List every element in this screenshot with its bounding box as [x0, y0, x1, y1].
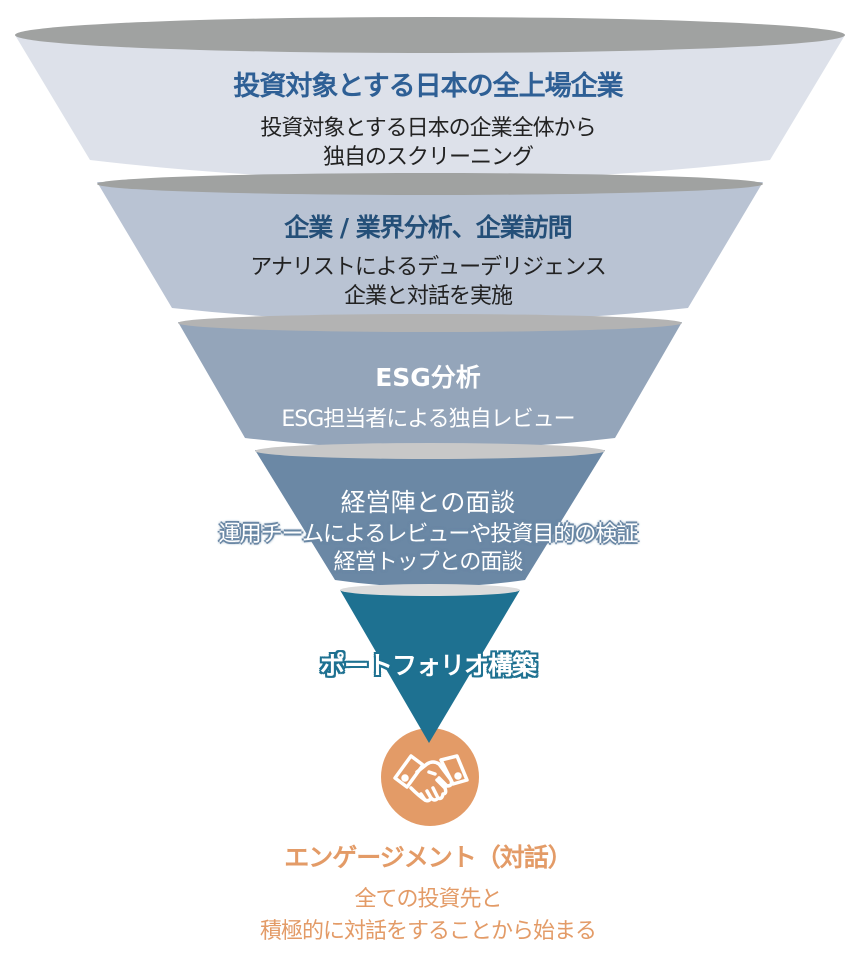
stage-3-line-1: ESG担当者による独自レビュー	[281, 407, 575, 432]
funnel-stage-5	[340, 584, 520, 826]
stage-1-line-2: 独自のスクリーニング	[322, 145, 534, 170]
engagement-line-1: 全ての投資先と	[354, 887, 502, 912]
stage-2-line-1: アナリストによるデューデリジェンス	[250, 255, 606, 280]
stage-5-title: ポートフォリオ構築	[319, 651, 537, 680]
funnel-stage-3	[178, 314, 682, 449]
handshake-icon	[381, 728, 479, 826]
stage-1-title: 投資対象とする日本の全上場企業	[233, 71, 623, 102]
stage-3-description: ESG担当者による独自レビュー	[0, 401, 856, 433]
stage-4-line-1: 運用チームによるレビューや投資目的の検証	[218, 522, 639, 547]
funnel-stage-1	[15, 17, 845, 180]
funnel-stage-2	[97, 173, 763, 322]
stage-2-title: 企業 / 業界分析、企業訪問	[284, 213, 573, 242]
engagement-line-2: 積極的に対話をすることから始まる	[259, 919, 597, 944]
stage-4-title: 経営陣との面談	[340, 488, 516, 517]
stage-1-line-1: 投資対象とする日本の企業全体から	[260, 116, 596, 141]
stage-1-description: 投資対象とする日本の企業全体から 独自のスクリーニング	[0, 114, 856, 172]
stage-2-line-2: 企業と対話を実施	[343, 284, 513, 309]
funnel-stage-4	[255, 443, 605, 587]
engagement-title: エンゲージメント（対話）	[284, 843, 573, 872]
stage-2-description: アナリストによるデューデリジェンス 企業と対話を実施	[0, 253, 856, 311]
engagement-circle	[381, 728, 479, 826]
stage-4-line-2: 経営トップとの面談	[333, 550, 524, 575]
stage-3-title: ESG分析	[375, 363, 481, 392]
stage-4-description: 運用チームによるレビューや投資目的の検証 経営トップとの面談	[0, 521, 856, 577]
engagement-description: 全ての投資先と 積極的に対話をすることから始まる	[0, 884, 856, 948]
